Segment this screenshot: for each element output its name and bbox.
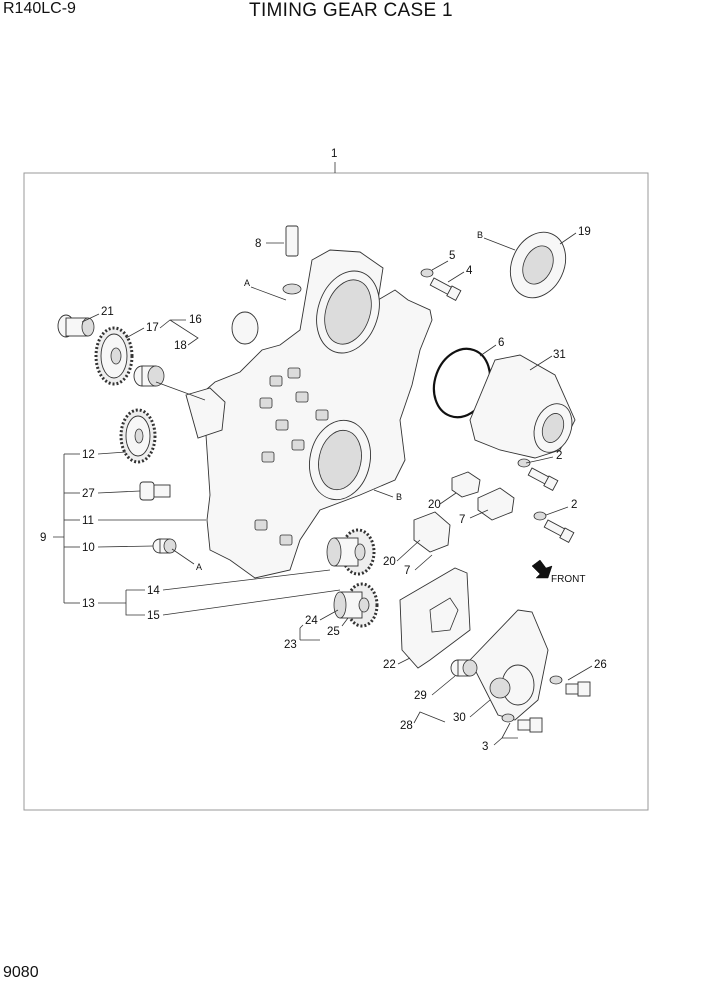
callout-5: 5 — [449, 250, 455, 262]
callout-30: 30 — [453, 712, 466, 724]
ref-mark-b-top: B — [477, 230, 483, 240]
callout-19: 19 — [578, 226, 591, 238]
callout-20-lower: 20 — [383, 556, 396, 568]
callout-22: 22 — [383, 659, 396, 671]
part-4-bolt — [429, 277, 462, 302]
callout-3: 3 — [482, 741, 488, 753]
part-5-washer — [420, 268, 434, 278]
part-2-bolt-lower — [543, 519, 575, 544]
ref-mark-b-mid: B — [396, 492, 402, 502]
model-code: R140LC-9 — [3, 0, 76, 17]
front-label: FRONT — [551, 574, 585, 585]
callout-8: 8 — [255, 238, 261, 250]
callout-13: 13 — [82, 598, 95, 610]
part-2-bolt-upper — [527, 467, 559, 492]
part-26-bolt — [565, 681, 591, 697]
callout-9: 9 — [40, 532, 46, 544]
callout-4: 4 — [466, 265, 473, 277]
callout-2-upper: 2 — [556, 450, 562, 462]
ref-mark-a-top: A — [244, 278, 250, 288]
callout-29: 29 — [414, 690, 427, 702]
ref-mark-a-bottom: A — [196, 562, 202, 572]
part-12-gear — [119, 408, 157, 464]
part-30-cover — [469, 609, 549, 721]
callout-14: 14 — [147, 585, 160, 597]
part-19-seal — [509, 231, 567, 299]
part-7-cover-upper — [477, 487, 515, 521]
page-title: TIMING GEAR CASE 1 — [249, 0, 453, 21]
part-22-gasket — [399, 567, 471, 669]
callout-26: 26 — [594, 659, 607, 671]
part-15-gear — [326, 528, 376, 576]
part-8-pin — [282, 225, 302, 295]
page-number: 9080 — [3, 964, 39, 981]
part-27-plug — [139, 481, 171, 501]
callout-6: 6 — [498, 337, 504, 349]
part-31-housing — [469, 354, 576, 459]
callout-17: 17 — [146, 322, 159, 334]
callout-12: 12 — [82, 449, 95, 461]
gear-case-body — [185, 249, 433, 579]
front-arrow-icon — [531, 559, 553, 579]
callout-10: 10 — [82, 542, 95, 554]
callout-27: 27 — [82, 488, 95, 500]
part-20-gasket-upper — [451, 471, 481, 498]
part-10-bush — [152, 538, 177, 554]
callout-28: 28 — [400, 720, 413, 732]
callout-1: 1 — [331, 148, 337, 160]
part-25-gear — [333, 582, 379, 628]
part-21-shaft — [57, 314, 95, 338]
part-18-bush — [133, 365, 165, 387]
part-3-bolt — [517, 717, 543, 733]
callout-24: 24 — [305, 615, 318, 627]
callout-23: 23 — [284, 639, 297, 651]
callout-21: 21 — [101, 306, 114, 318]
part-17-gear — [94, 326, 134, 386]
callout-18: 18 — [174, 340, 187, 352]
callout-11: 11 — [82, 515, 94, 527]
callout-2-lower: 2 — [571, 499, 577, 511]
callout-7-upper: 7 — [459, 514, 465, 526]
part-29-bush — [450, 659, 478, 677]
callout-16: 16 — [189, 314, 202, 326]
callout-7-lower: 7 — [404, 565, 410, 577]
callout-20-upper: 20 — [428, 499, 441, 511]
assembly-frame — [23, 172, 649, 811]
part-20-gasket-lower — [413, 511, 451, 553]
callout-31: 31 — [553, 349, 566, 361]
callout-15: 15 — [147, 610, 160, 622]
callout-25: 25 — [327, 626, 340, 638]
